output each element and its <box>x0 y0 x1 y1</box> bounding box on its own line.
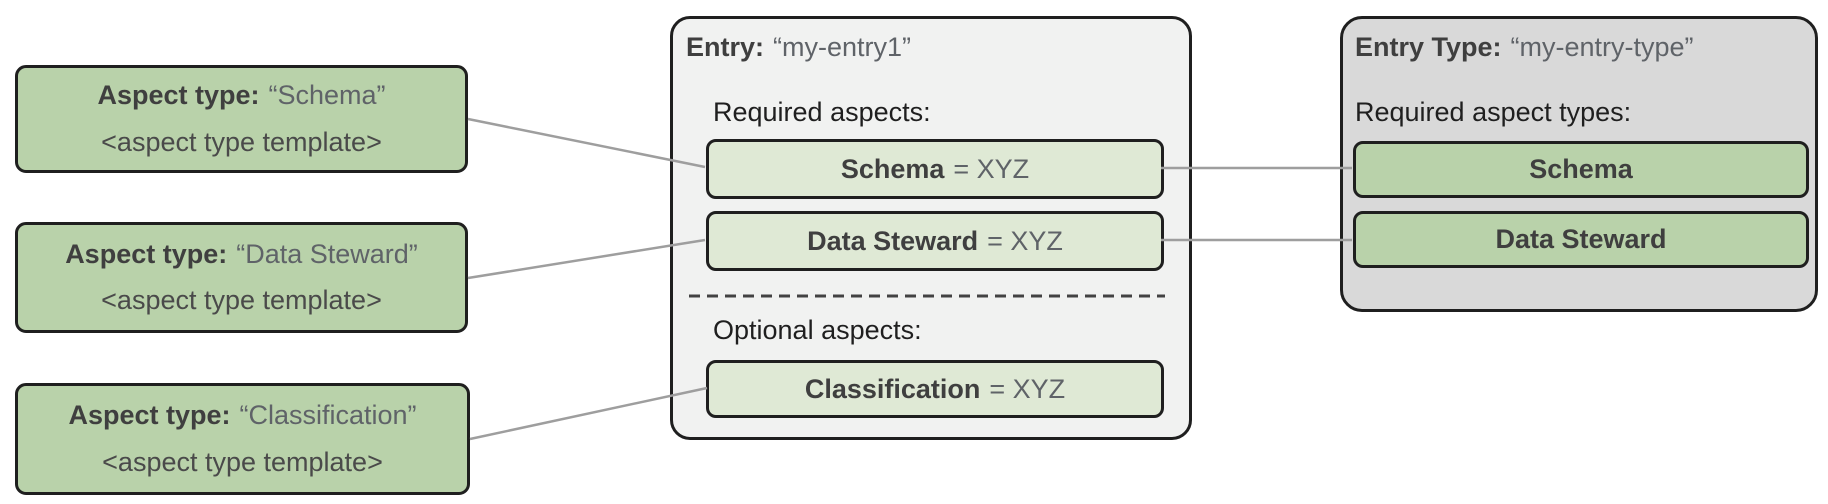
entry-card-title: Entry: “my-entry1” <box>686 32 911 63</box>
aspect-chip-data-steward: Data Steward = XYZ <box>706 211 1164 271</box>
aspect-chip-schema: Schema = XYZ <box>706 139 1164 199</box>
entry-type-name: “my-entry-type” <box>1510 32 1694 62</box>
entry-label: Entry: <box>686 32 765 62</box>
aspect-type-card-title: Aspect type: “Schema” <box>97 80 385 111</box>
aspect-chip-value: = XYZ <box>987 225 1063 256</box>
aspect-type-template: <aspect type template> <box>102 446 383 477</box>
aspect-type-template: <aspect type template> <box>101 126 382 157</box>
entry-type-label: Entry Type: <box>1355 32 1502 62</box>
entry-type-card: Entry Type: “my-entry-type” Required asp… <box>1340 16 1818 312</box>
optional-aspects-heading: Optional aspects: <box>713 315 922 345</box>
aspect-chip-name: Schema <box>840 153 945 184</box>
required-aspect-types-heading: Required aspect types: <box>1355 97 1632 127</box>
aspect-type-card-schema: Aspect type: “Schema” <aspect type templ… <box>15 65 468 173</box>
aspect-type-label: Aspect type: <box>65 238 228 269</box>
aspect-type-template: <aspect type template> <box>101 285 382 315</box>
dashed-divider <box>689 294 1165 298</box>
aspect-type-chip-data-steward: Data Steward <box>1353 211 1809 268</box>
aspect-type-card-classification: Aspect type: “Classification” <aspect ty… <box>15 383 470 495</box>
entry-name: “my-entry1” <box>773 32 912 62</box>
aspect-chip-classification: Classification = XYZ <box>706 360 1164 418</box>
aspect-type-card-data-steward: Aspect type: “Data Steward” <aspect type… <box>15 222 468 333</box>
aspect-type-chip-schema: Schema <box>1353 141 1809 198</box>
aspect-chip-name: Classification <box>804 373 981 404</box>
aspect-type-name: “Data Steward” <box>236 238 418 269</box>
aspect-chip-value: = XYZ <box>953 153 1030 184</box>
aspect-type-label: Aspect type: <box>97 80 260 111</box>
aspect-chip-value: = XYZ <box>989 373 1066 404</box>
aspect-chip-name: Data Steward <box>807 225 979 256</box>
aspect-type-name: “Classification” <box>239 400 417 431</box>
required-aspects-heading: Required aspects: <box>713 97 931 127</box>
entry-type-card-title: Entry Type: “my-entry-type” <box>1355 32 1694 63</box>
aspect-type-card-title: Aspect type: “Classification” <box>68 400 416 431</box>
aspect-type-name: “Schema” <box>268 80 386 111</box>
entry-card: Entry: “my-entry1” Required aspects: Sch… <box>670 16 1192 440</box>
aspect-type-label: Aspect type: <box>68 400 231 431</box>
aspect-type-card-title: Aspect type: “Data Steward” <box>65 239 418 270</box>
